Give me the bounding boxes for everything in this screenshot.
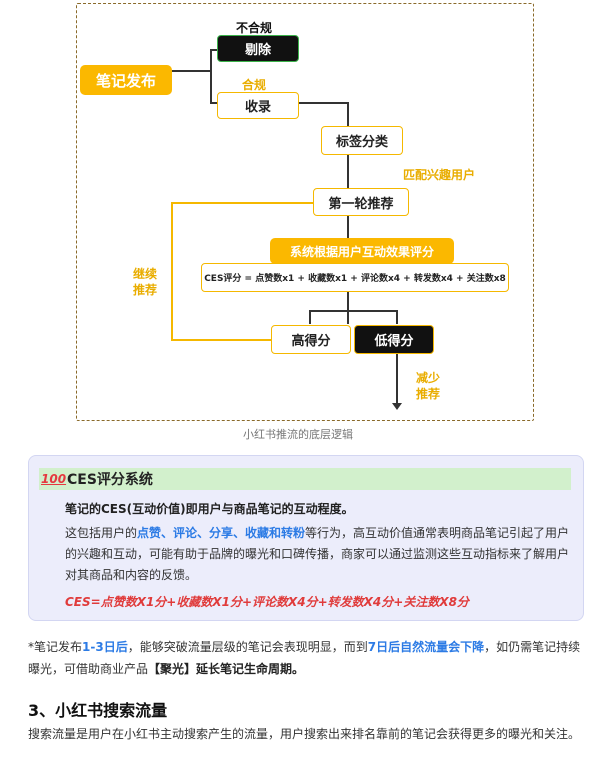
feedback-line (171, 339, 271, 341)
label-continue-line2: 推荐 (133, 283, 158, 297)
node-ces-formula: CES评分 = 点赞数x1 + 收藏数x1 + 评论数x4 + 转发数x4 + … (201, 263, 509, 292)
ces-formula: CES=点赞数X1分+收藏数X1分+评论数X4分+转发数X4分+关注数X8分 (65, 595, 469, 609)
node-include: 收录 (217, 92, 299, 119)
node-tag-classify: 标签分类 (321, 126, 403, 155)
note-part: ，能够突破流量层级的笔记会表现明显，而到 (127, 640, 368, 654)
label-reduce: 减少 推荐 (416, 370, 440, 402)
figure-caption: 小红书推流的底层逻辑 (243, 428, 353, 441)
node-low-score: 低得分 (354, 325, 434, 354)
connector-line (347, 216, 349, 238)
connector-line (347, 155, 349, 188)
section-heading: 3、小红书搜索流量 (28, 701, 168, 720)
feedback-line (171, 202, 313, 204)
ces-header: 100 CES评分系统 (39, 468, 571, 490)
label-continue-line1: 继续 (133, 267, 158, 281)
connector-line (210, 49, 217, 51)
flowchart-diagram: 笔记发布 不合规 剔除 合规 收录 标签分类 匹配兴趣用户 第一轮推荐 系统根据… (76, 3, 534, 421)
note-part: ，如仍需笔记持续曝光，可借助商业产品 (28, 640, 581, 676)
node-delete: 剔除 (217, 35, 299, 62)
feedback-line (171, 202, 173, 340)
ces-intro: 笔记的CES(互动价值)即用户与商品笔记的互动程度。 (65, 502, 354, 516)
ces-desc-prefix: 这包括用户的 (65, 526, 138, 540)
hundred-points-icon: 100 (41, 472, 67, 486)
connector-line (396, 310, 398, 324)
note-highlight-decline: 7日后自然流量会下降 (367, 640, 485, 654)
node-publish: 笔记发布 (80, 65, 172, 95)
arrow-down-icon (392, 403, 402, 410)
node-high-score: 高得分 (271, 325, 351, 354)
connector-line (309, 310, 397, 312)
ces-info-card: 100 CES评分系统 笔记的CES(互动价值)即用户与商品笔记的互动程度。 这… (28, 455, 584, 621)
node-scoring: 系统根据用户互动效果评分 (270, 238, 454, 264)
connector-line (210, 49, 212, 103)
note-highlight-days: 1-3日后 (82, 640, 128, 654)
ces-description: 这包括用户的点赞、评论、分享、收藏和转粉等行为，高互动价值通常表明商品笔记引起了… (65, 523, 577, 586)
node-first-round: 第一轮推荐 (313, 188, 409, 216)
section-paragraph: 搜索流量是用户在小红书主动搜索产生的流量，用户搜索出来排名靠前的笔记会获得更多的… (28, 727, 581, 741)
label-compliant: 合规 (242, 78, 267, 92)
publish-note: *笔记发布1-3日后，能够突破流量层级的笔记会表现明显，而到7日后自然流量会下降… (28, 636, 584, 680)
label-match-users: 匹配兴趣用户 (403, 168, 476, 182)
label-continue: 继续 推荐 (133, 266, 157, 298)
note-part: *笔记发布 (28, 640, 83, 654)
label-reduce-line1: 减少 (416, 371, 441, 385)
connector-line (347, 292, 349, 324)
connector-line (309, 310, 311, 324)
label-non-compliant: 不合规 (236, 21, 273, 35)
connector-line (299, 102, 348, 104)
ces-title: CES评分系统 (67, 472, 153, 488)
note-highlight-product: 【聚光】延长笔记生命周期。 (148, 662, 305, 676)
connector-line (210, 102, 217, 104)
connector-line (171, 70, 211, 72)
ces-desc-highlight: 点赞、评论、分享、收藏和转粉 (137, 526, 306, 540)
ces-desc-suffix: 等行为，高互动价值通常表明商品笔记引起了用户的兴趣和互动，可能有助于品牌的曝光和… (65, 526, 570, 582)
connector-line (396, 354, 398, 408)
connector-line (347, 102, 349, 126)
label-reduce-line2: 推荐 (416, 387, 441, 401)
